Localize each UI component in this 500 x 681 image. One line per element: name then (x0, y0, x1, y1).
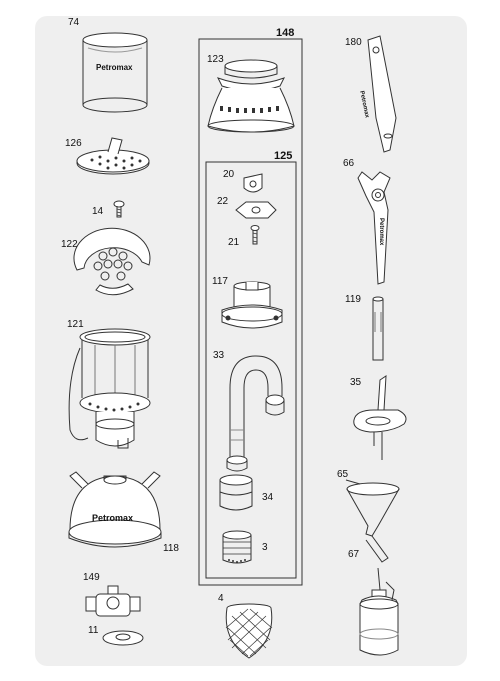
label-122: 122 (61, 239, 78, 250)
label-65: 65 (337, 469, 349, 480)
label-125: 125 (274, 150, 293, 162)
kit-148-frame (198, 38, 303, 586)
part-21-screw (250, 225, 260, 245)
part-66-spanner (357, 171, 391, 285)
label-126: 126 (65, 138, 82, 149)
kit-125-frame (205, 161, 297, 579)
part-65-funnel (345, 479, 400, 563)
part-123-hood (207, 59, 295, 133)
label-74: 74 (68, 17, 80, 28)
label-34: 34 (262, 492, 274, 503)
label-123: 123 (207, 54, 224, 65)
part-35-clamp (353, 375, 407, 460)
part-4-mantle (225, 603, 273, 659)
label-149: 149 (83, 572, 100, 583)
label-67: 67 (348, 549, 360, 560)
part-122-heat-shield (73, 227, 151, 296)
part-3-nozzle (222, 530, 252, 564)
part-180-tool (367, 35, 397, 153)
part-67-bottle (359, 567, 399, 656)
part-118-fuel-tank (68, 471, 162, 548)
label-20: 20 (223, 169, 235, 180)
part-20-clip (243, 173, 263, 193)
part-22-bracket (235, 201, 277, 219)
part-119-cleaning-needle (372, 296, 384, 361)
part-121-frame (68, 328, 151, 449)
label-117: 117 (212, 276, 228, 287)
label-35: 35 (350, 377, 362, 388)
label-66: 66 (343, 158, 355, 169)
label-3: 3 (262, 542, 268, 553)
brand-text-tank: Petromax (92, 513, 134, 523)
brand-text-globe: Petromax (96, 63, 133, 72)
part-34-nut (219, 474, 253, 511)
label-4: 4 (218, 593, 224, 604)
label-33: 33 (213, 350, 225, 361)
part-74-glass-globe (82, 32, 148, 113)
label-11: 11 (88, 625, 99, 636)
label-121: 121 (67, 319, 84, 330)
label-119: 119 (345, 294, 361, 305)
part-126-perforated-disc (76, 137, 150, 175)
label-118: 118 (163, 543, 179, 554)
label-148: 148 (276, 27, 295, 39)
part-11-washer (102, 630, 144, 646)
label-14: 14 (92, 206, 104, 217)
part-149-valve (85, 585, 141, 617)
label-180: 180 (345, 37, 362, 48)
part-33-vaporizer-tube (226, 355, 285, 472)
label-22: 22 (217, 196, 229, 207)
part-117-burner-base (221, 281, 283, 329)
brand-text-tool-66: Petromax (378, 218, 384, 246)
part-14-screw (113, 200, 125, 218)
label-21: 21 (228, 237, 240, 248)
